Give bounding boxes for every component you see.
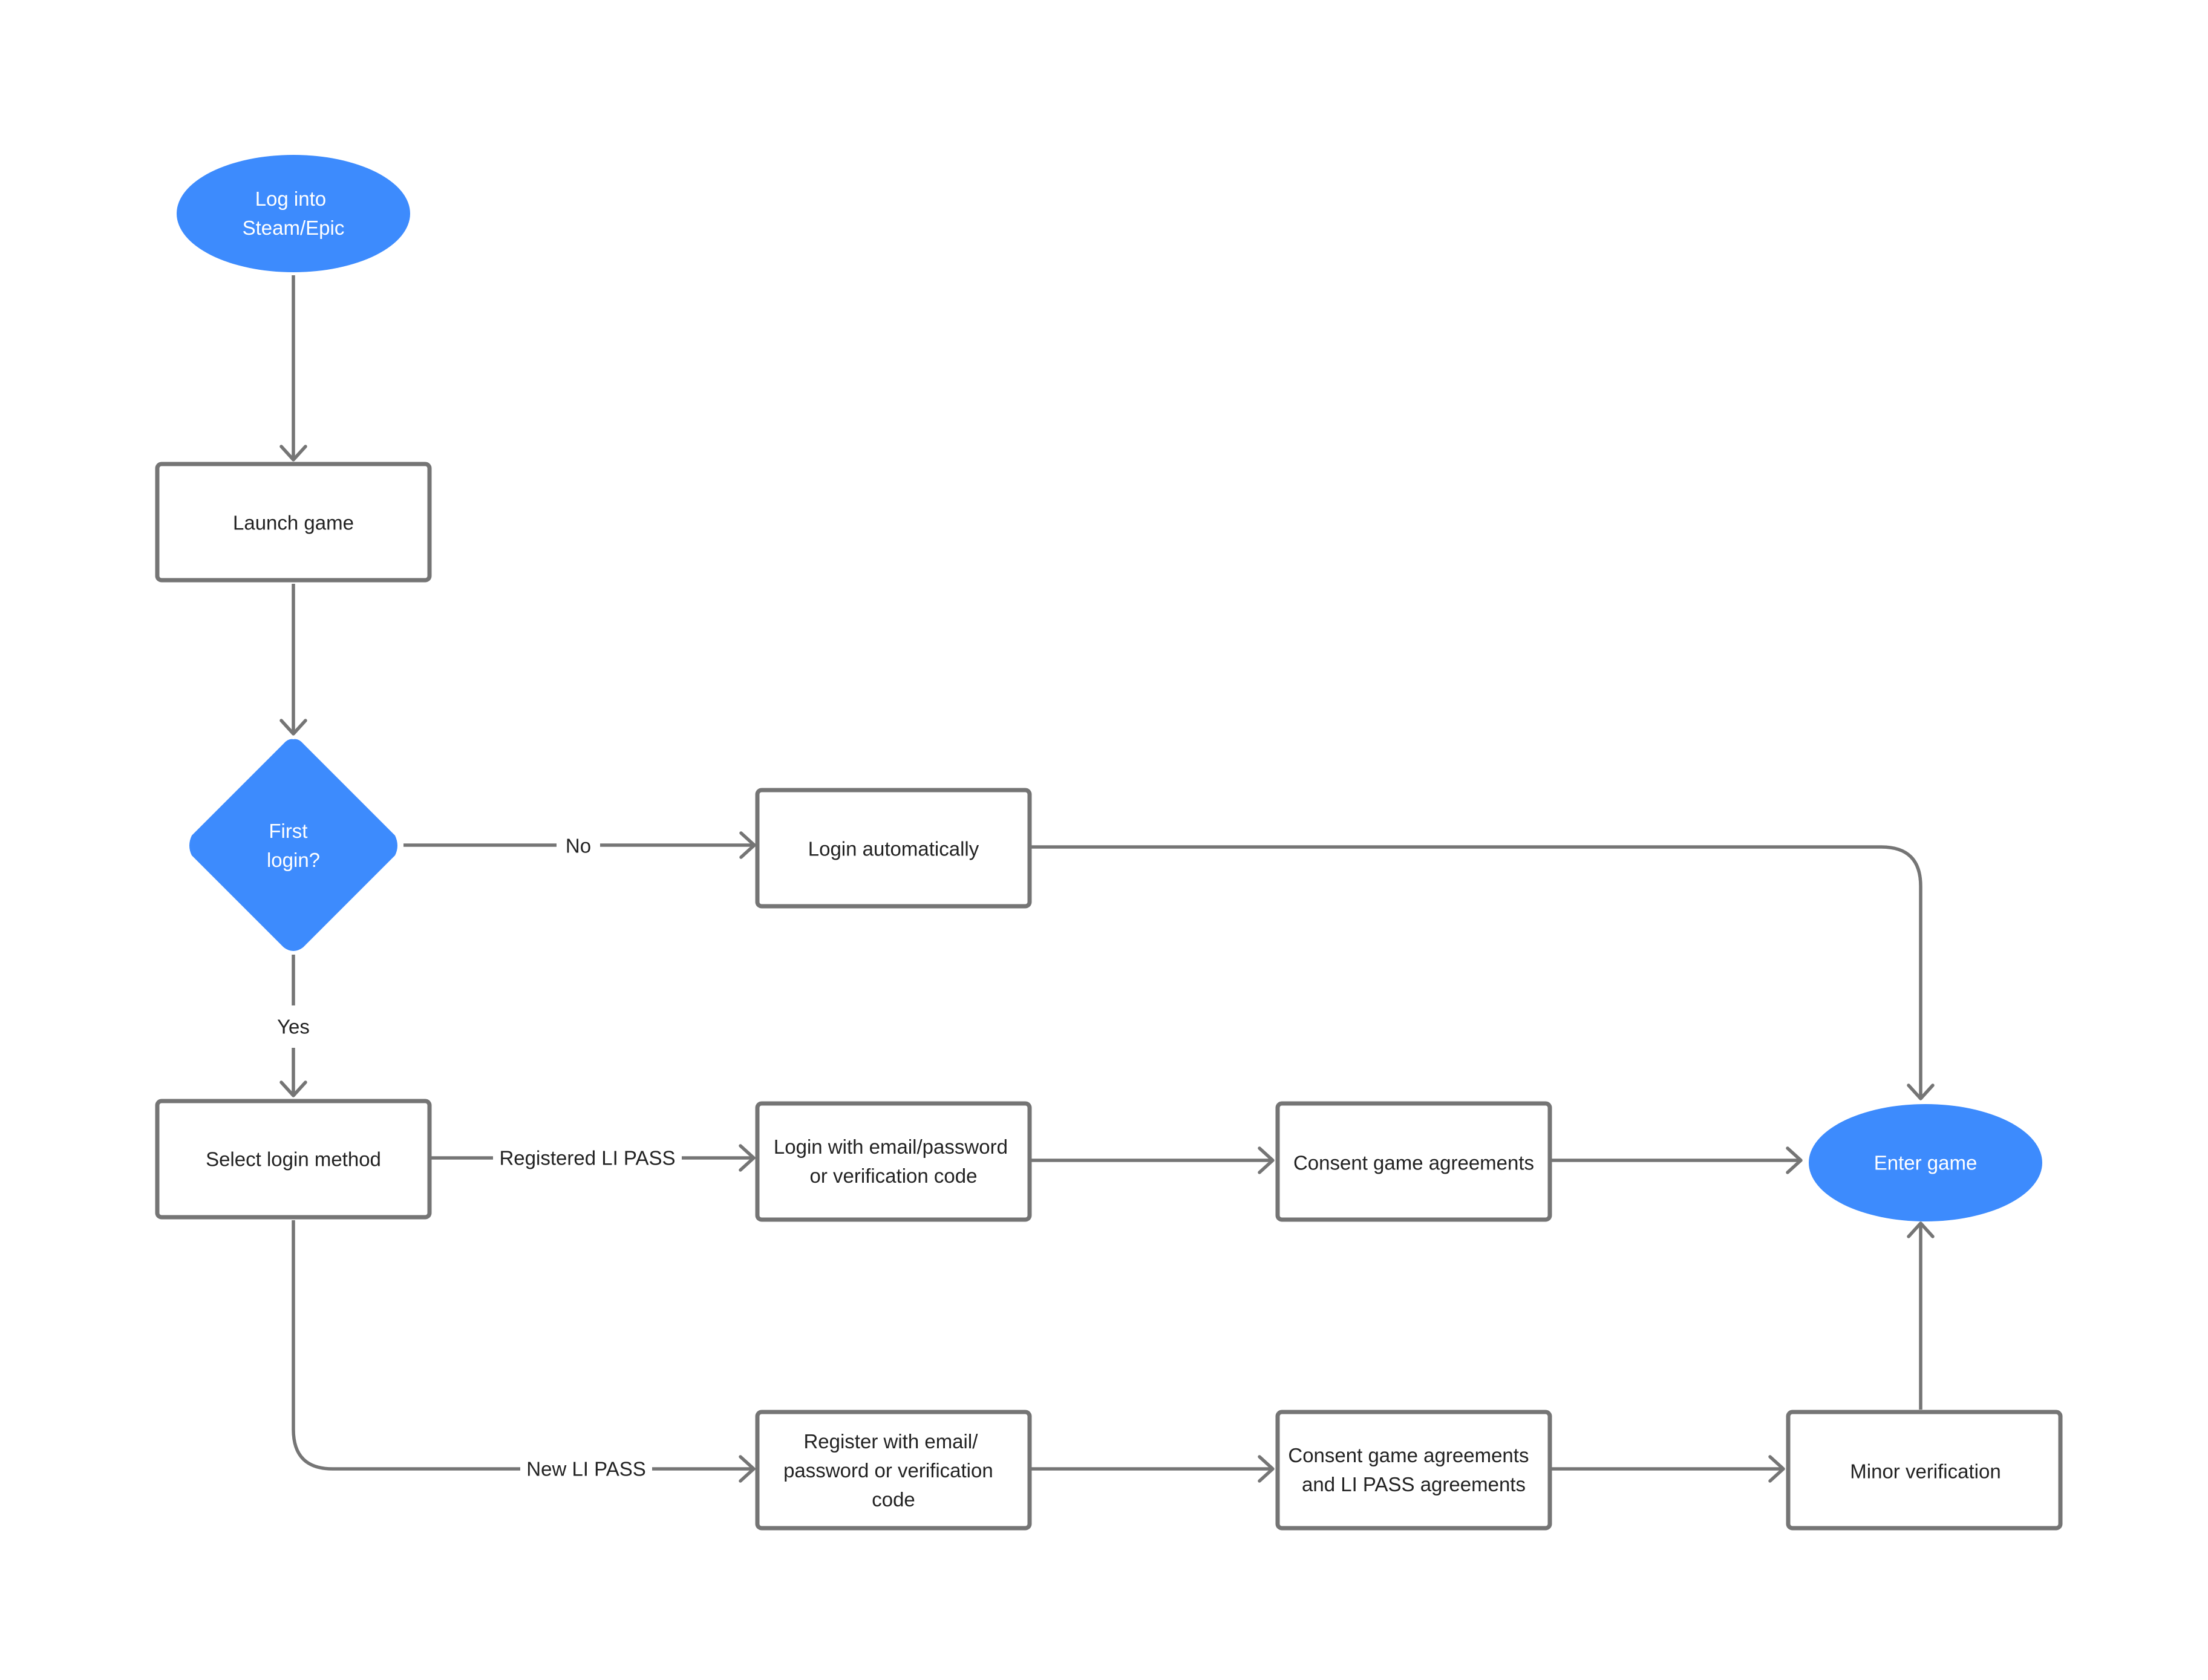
svg-text:First login?: First login? (267, 820, 320, 871)
node-register-with-email: Register with email/ password or verific… (755, 1410, 1032, 1531)
arrowhead-consent-game (1258, 1146, 1275, 1174)
start-terminal-shape (177, 155, 410, 272)
launch-game-box (155, 462, 432, 583)
edge-select-to-register (292, 1220, 754, 1471)
node-first-login-decision: First login? (189, 739, 397, 951)
svg-text:Register with email/ p: Register with email/ password or verific… (783, 1430, 999, 1511)
arrowhead-register (739, 1455, 756, 1483)
register-line-1: Register with email/ (803, 1430, 978, 1453)
nodes: Log into Steam/Epic Launch game First lo… (155, 155, 2063, 1531)
consent-both-line-2: and LI PASS agreements (1302, 1473, 1526, 1495)
decision-line-1: First (269, 820, 307, 842)
consent-game-agreements-box (1275, 1101, 1552, 1222)
arrowhead-enter-left (1786, 1146, 1803, 1174)
node-minor-verification: Minor verification (1786, 1410, 2063, 1531)
node-consent-both-agreements: Consent game agreements and LI PASS agre… (1275, 1410, 1552, 1531)
arrowhead-enter-bottom (1907, 1221, 1935, 1238)
edge-label-yes: Yes (277, 1016, 310, 1038)
node-start: Log into Steam/Epic (177, 155, 410, 272)
arrowhead-consent-both (1258, 1455, 1275, 1483)
edge-label-registered: Registered LI PASS (499, 1147, 675, 1169)
svg-text:Login with email/password: Login with email/password or verificatio… (774, 1136, 1013, 1187)
login-email-line-1: Login with email/password (774, 1136, 1008, 1158)
decision-line-2: login? (267, 849, 320, 871)
arrowhead-launch (279, 445, 307, 462)
edges (279, 275, 1935, 1483)
minor-verification-box (1786, 1410, 2063, 1531)
register-line-3: code (872, 1488, 915, 1511)
node-launch-game: Launch game (155, 462, 432, 583)
edge-labels: No Yes Registered LI PASS New LI PASS (266, 829, 682, 1486)
consent-game-agreements-label: Consent game agreements (1293, 1152, 1534, 1174)
start-line-2: Steam/Epic (243, 217, 345, 239)
svg-text:Consent game agreements: Consent game agreements and LI PASS agre… (1288, 1444, 1534, 1495)
login-email-line-2: or verification code (810, 1165, 978, 1187)
enter-game-label: Enter game (1874, 1152, 1978, 1174)
consent-both-line-1: Consent game agreements (1288, 1444, 1529, 1466)
login-with-email-box (755, 1101, 1032, 1222)
decision-diamond-shape (189, 739, 397, 951)
edge-label-new: New LI PASS (526, 1458, 645, 1480)
consent-both-agreements-box (1275, 1410, 1552, 1531)
launch-game-label: Launch game (233, 512, 354, 534)
select-login-method-label: Select login method (206, 1148, 381, 1171)
register-with-email-box (755, 1410, 1032, 1531)
node-select-login-method: Select login method (155, 1099, 432, 1220)
login-automatically-box (755, 788, 1032, 909)
arrowhead-auto-login (739, 831, 756, 859)
arrowhead-minor (1768, 1455, 1785, 1483)
edge-auto-login-to-enter (1030, 845, 1922, 1099)
enter-game-terminal-shape (1809, 1104, 2042, 1221)
start-line-1: Log into (255, 188, 326, 210)
edge-label-no: No (566, 835, 591, 857)
node-consent-game-agreements: Consent game agreements (1275, 1101, 1552, 1222)
node-enter-game: Enter game (1809, 1104, 2042, 1221)
select-login-method-box (155, 1099, 432, 1220)
node-login-automatically: Login automatically (755, 788, 1032, 909)
minor-verification-label: Minor verification (1850, 1460, 2001, 1483)
register-line-2: password or verification (783, 1459, 993, 1482)
arrowhead-login-email (739, 1144, 756, 1172)
arrowhead-enter-top (1907, 1084, 1935, 1100)
arrowhead-decision (279, 719, 307, 736)
svg-text:Log into Steam/Epic: Log into Steam/Epic (243, 188, 345, 239)
node-login-with-email: Login with email/password or verificatio… (755, 1101, 1032, 1222)
arrowhead-select (279, 1080, 307, 1097)
login-automatically-label: Login automatically (808, 838, 979, 860)
